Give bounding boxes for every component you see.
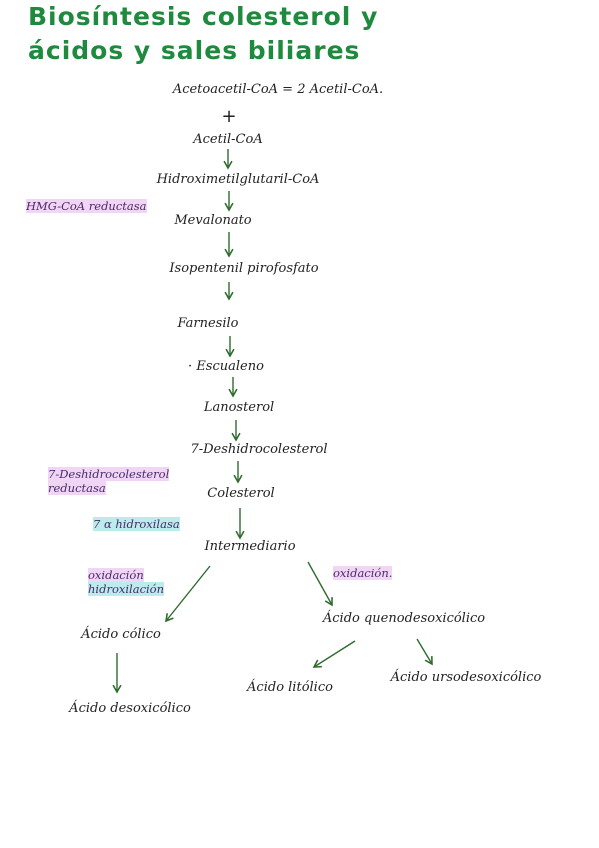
plus-sign: + xyxy=(221,106,237,127)
enzyme-7-deshidrocolesterol-reductasa: 7-Deshidrocolesterol reductasa xyxy=(48,467,170,495)
node-mevalonato: Mevalonato xyxy=(174,213,252,228)
node-lanosterol: Lanosterol xyxy=(203,400,275,415)
page-title-line-1: Biosíntesis colesterol y xyxy=(28,2,379,31)
node-acido-ursodesoxicolico: Ácido ursodesoxicólico xyxy=(390,670,542,685)
node-acetoacetil-coa: Acetoacetil-CoA = 2 Acetil-CoA. xyxy=(172,82,384,97)
node-acido-colico: Ácido cólico xyxy=(81,627,161,642)
enzyme-line: 7-Deshidrocolesterol xyxy=(48,467,170,481)
node-hmg-coa: Hidroximetilglutaril-CoA xyxy=(156,172,320,187)
node-farnesilo: Farnesilo xyxy=(177,316,239,331)
node-colesterol: Colesterol xyxy=(207,486,275,501)
node-intermediario: Intermediario xyxy=(204,539,296,554)
enzyme-oxidacion-right: oxidación. xyxy=(333,566,393,580)
enzyme-7a-hidroxilasa: 7 α hidroxilasa xyxy=(93,517,180,531)
enzyme-line: hidroxilación xyxy=(88,582,165,596)
node-acetil-coa: Acetil-CoA xyxy=(193,132,263,147)
enzyme-oxidacion-hidroxilacion: oxidación hidroxilación xyxy=(88,568,165,596)
node-7-deshidrocolesterol: 7-Deshidrocolesterol xyxy=(190,442,328,457)
arrow-queno-to-litolico xyxy=(312,640,356,668)
arrow-queno-to-urso xyxy=(416,638,433,666)
enzyme-hmg-coa-reductasa: HMG-CoA reductasa xyxy=(26,199,147,213)
arrow-intermediario-to-queno xyxy=(307,561,333,607)
node-acido-desoxicolico: Ácido desoxicólico xyxy=(69,701,191,716)
node-acido-litolico: Ácido litólico xyxy=(247,680,333,695)
enzyme-line: reductasa xyxy=(48,481,106,495)
arrow-intermediario-to-colico xyxy=(165,565,211,623)
node-isopentenil-pirofosfato: Isopentenil pirofosfato xyxy=(169,261,319,276)
node-escualeno: · Escualeno xyxy=(188,359,264,374)
node-acido-quenodesoxicolico: Ácido quenodesoxicólico xyxy=(322,611,486,626)
enzyme-line: oxidación xyxy=(88,568,144,582)
page-title-line-2: ácidos y sales biliares xyxy=(28,36,361,65)
